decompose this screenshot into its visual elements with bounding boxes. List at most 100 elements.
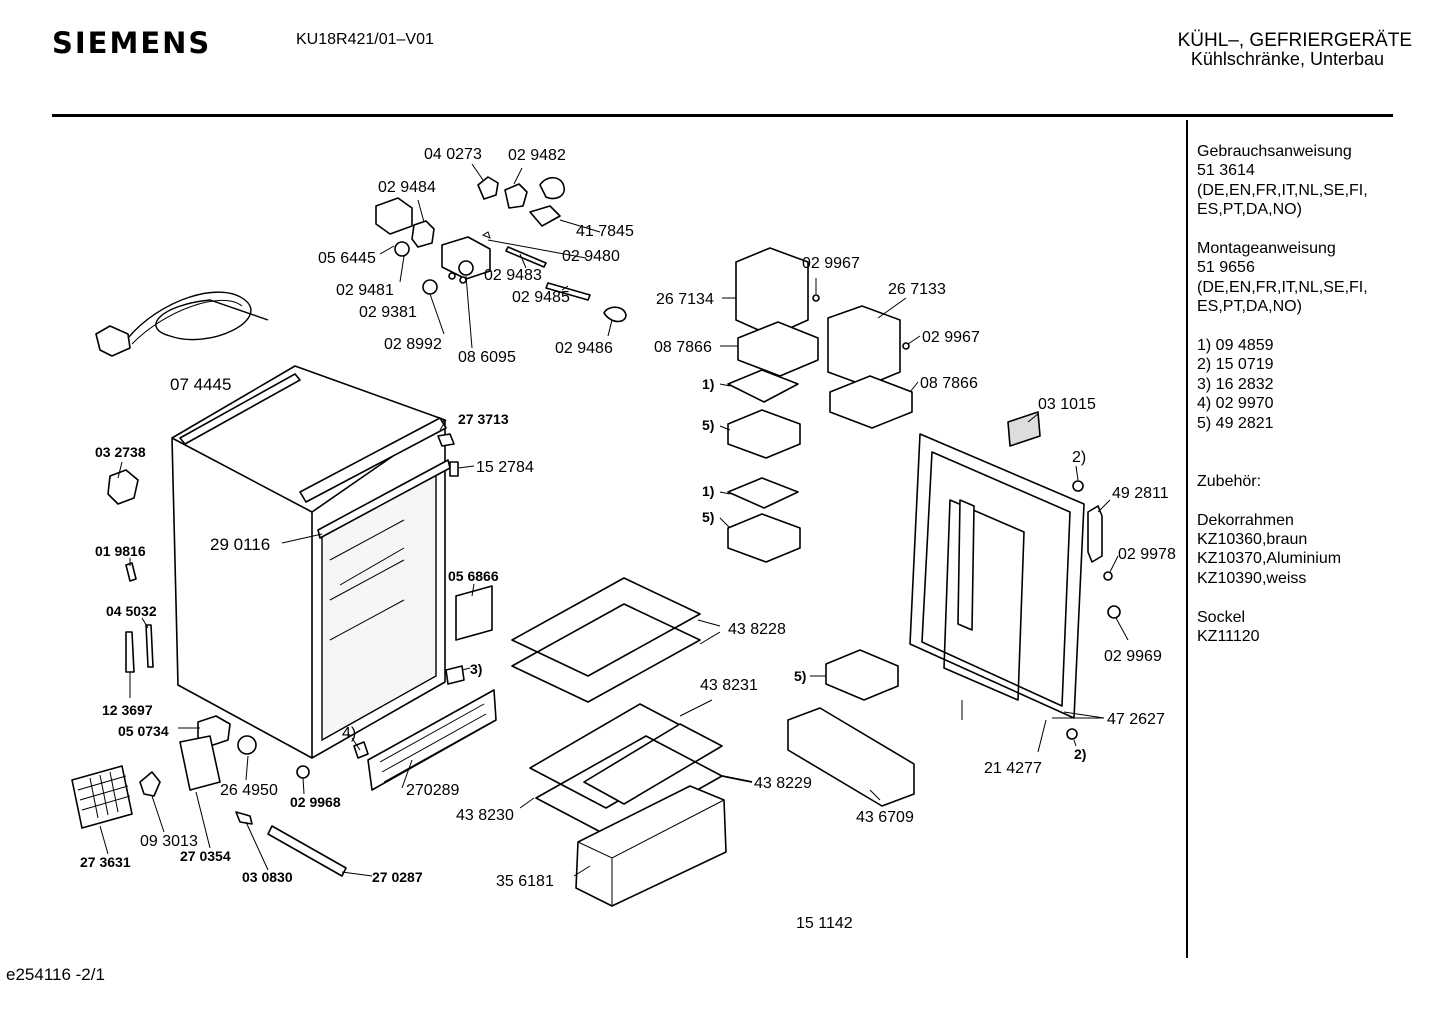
- leader-line: [141, 617, 149, 629]
- part-label: 4): [342, 725, 356, 742]
- screw-part: [1066, 728, 1078, 740]
- leader-line: [1073, 739, 1077, 747]
- plug-icon: [95, 325, 131, 357]
- shelf-frame-upper: [511, 603, 701, 703]
- screw-part: [1103, 571, 1113, 581]
- crisper-edge: [577, 799, 725, 906]
- screw-part: [437, 433, 455, 447]
- part-label: 02 9483: [484, 267, 542, 284]
- fan-housing: [179, 735, 221, 791]
- clip-part: [481, 231, 491, 239]
- top-edge-part: [179, 373, 301, 445]
- leader-line: [151, 795, 165, 833]
- glass-shelf-upper: [511, 577, 701, 677]
- leader-line: [519, 253, 527, 269]
- sidebar-line: KZ11120: [1197, 628, 1260, 646]
- leader-line: [379, 245, 395, 255]
- sidebar-divider: [1186, 120, 1188, 958]
- leader-line: [302, 777, 305, 795]
- sidebar-line: (DE,EN,FR,IT,NL,SE,FI,: [1197, 181, 1368, 199]
- rod-part: [545, 282, 591, 301]
- sidebar-line: Sockel: [1197, 608, 1246, 626]
- part-label: 26 7133: [888, 281, 946, 298]
- part-label: 21 4277: [984, 760, 1042, 777]
- sidebar-line: [1197, 220, 1437, 239]
- document-code: e254116 -2/1: [6, 965, 105, 984]
- part-label: 03 1015: [1038, 396, 1096, 413]
- sidebar-line: ES,PT,DA,NO): [1197, 298, 1302, 316]
- model-number: KU18R421/01–V01: [296, 31, 434, 48]
- screw-part: [296, 765, 310, 779]
- leader-line: [401, 759, 413, 789]
- part-label: 27 0354: [180, 848, 231, 864]
- header-divider: [52, 114, 1393, 117]
- switch-part: [504, 183, 528, 209]
- part-label: 02 9969: [1104, 648, 1162, 665]
- sidebar-line: 2) 15 0719: [1197, 356, 1274, 374]
- hinge-bracket: [1087, 505, 1103, 563]
- part-label: 02 9484: [378, 179, 436, 196]
- vent-slats: [379, 703, 489, 783]
- rod-part: [505, 246, 547, 268]
- part-label: 02 9967: [802, 255, 860, 272]
- category-subtitle: Kühlschränke, Unterbau: [1190, 49, 1384, 69]
- leader-line: [99, 825, 109, 855]
- leader-line: [573, 865, 591, 877]
- sidebar-line: Gebrauchsanweisung: [1197, 143, 1352, 160]
- leader-line: [907, 335, 921, 345]
- part-label: 02 9480: [562, 248, 620, 265]
- part-label: 5): [702, 417, 714, 433]
- part-label: 02 9978: [1118, 546, 1176, 563]
- part-label: 1): [702, 483, 714, 499]
- sensor-coil: [539, 176, 565, 200]
- leader-line: [487, 239, 587, 259]
- sidebar-line: [1197, 491, 1437, 510]
- sensor-tube: [145, 624, 154, 668]
- part-label: 02 9486: [555, 340, 613, 357]
- leader-line: [719, 517, 731, 529]
- screw-part: [1072, 480, 1084, 492]
- sidebar-line: 3) 16 2832: [1197, 375, 1274, 393]
- sidebar-line: [1197, 588, 1437, 607]
- part-label: 270289: [406, 782, 459, 799]
- part-label: 15 1142: [796, 915, 853, 932]
- sidebar-line: 4) 02 9970: [1197, 395, 1274, 413]
- leader-line: [1097, 499, 1111, 513]
- door-compartment-right: [827, 305, 901, 387]
- part-label: 27 3631: [80, 854, 131, 870]
- fan-motor: [237, 735, 257, 755]
- sensor-tube: [125, 631, 135, 673]
- door-parts-group: [727, 247, 1121, 807]
- door-bin: [825, 649, 899, 701]
- clip-part: [235, 811, 253, 825]
- leader-line: [245, 755, 249, 781]
- sidebar-line: KZ10390,weiss: [1197, 569, 1307, 587]
- leader-line: [117, 461, 123, 479]
- rating-label: [1007, 411, 1041, 447]
- leader-line: [559, 219, 601, 233]
- part-label: 15 2784: [476, 459, 534, 476]
- sidebar-line: Dekorrahmen: [1197, 511, 1294, 529]
- bottle-rack: [787, 707, 915, 807]
- condenser-grid: [71, 765, 133, 829]
- sidebar-line: Zubehör:: [1197, 472, 1262, 490]
- part-label: 5): [702, 509, 714, 525]
- part-label: 02 8992: [384, 336, 442, 353]
- part-label: 04 0273: [424, 146, 482, 163]
- sidebar-line: [1197, 452, 1437, 471]
- part-label: 43 6709: [856, 809, 914, 826]
- leader-line: [877, 297, 907, 319]
- part-label: 27 0287: [372, 869, 423, 885]
- screw-part: [812, 294, 820, 302]
- part-label: 5): [794, 668, 806, 684]
- leader-line: [1109, 555, 1119, 573]
- part-label: 12 3697: [102, 702, 153, 718]
- leader-line: [513, 167, 523, 185]
- leader-line: [429, 293, 445, 335]
- screw-part: [902, 342, 910, 350]
- part-label: 02 9381: [359, 304, 417, 321]
- door-compartment-left: [735, 247, 809, 337]
- part-label: 05 6866: [448, 568, 499, 584]
- part-label: 26 4950: [220, 782, 278, 799]
- leader-line: [519, 797, 535, 809]
